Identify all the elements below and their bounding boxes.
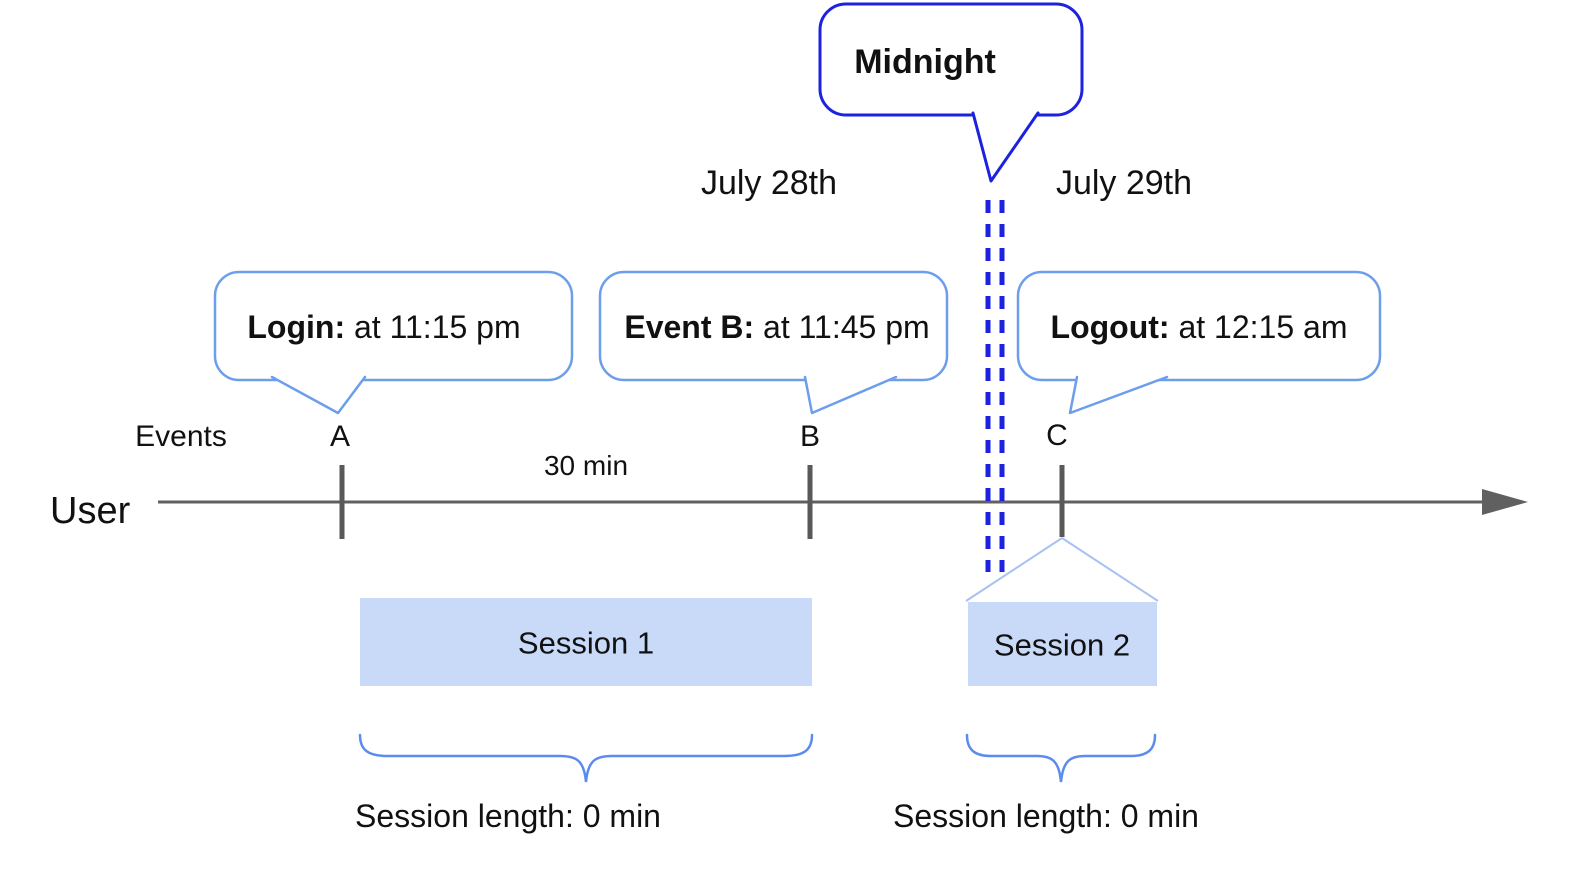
session2-length-label: Session length: 0 min — [893, 798, 1199, 834]
session2-connector-right — [1061, 537, 1159, 602]
session1-box — [360, 598, 812, 686]
timeline-arrowhead — [1482, 489, 1528, 515]
session2-box — [968, 602, 1157, 686]
logout-bubble-tail — [1068, 375, 1169, 415]
session1-box-label: Session 1 — [517, 625, 655, 661]
login-bubble — [213, 270, 574, 382]
session1-length-label: Session length: 0 min — [355, 798, 661, 834]
date-label-july-29: July 29th — [1055, 164, 1193, 202]
session2-connector-left — [965, 537, 1063, 602]
event-marker-c: C — [1046, 419, 1068, 452]
midnight-bubble-tail — [971, 111, 1040, 183]
login-bubble-label-bold: Login: — [247, 309, 346, 345]
event-b-bubble-label-rest: at 11:45 pm — [754, 309, 930, 345]
logout-bubble-label: Logout: at 12:15 am — [1051, 311, 1348, 343]
user-lane-label: User — [50, 490, 131, 532]
event-b-bubble — [598, 270, 949, 382]
session2-box-label: Session 2 — [993, 627, 1131, 663]
login-bubble-tail — [270, 375, 367, 415]
logout-bubble-label-bold: Logout: — [1050, 309, 1170, 345]
event-b-bubble-label-bold: Event B: — [624, 309, 755, 345]
session1-length-brace — [358, 733, 814, 783]
login-bubble-label-rest: at 11:15 pm — [345, 309, 521, 345]
interval-30min-label: 30 min — [543, 450, 629, 481]
midnight-bubble — [818, 2, 1084, 117]
event-marker-b: B — [799, 420, 821, 453]
session2-length-brace — [965, 733, 1157, 783]
logout-bubble — [1016, 270, 1382, 382]
event-marker-a: A — [329, 420, 351, 453]
midnight-bubble-label: Midnight — [854, 43, 996, 81]
login-bubble-label: Login: at 11:15 pm — [247, 311, 520, 343]
events-row-label: Events — [135, 420, 227, 453]
logout-bubble-label-rest: at 12:15 am — [1169, 309, 1348, 345]
event-b-bubble-tail — [803, 375, 898, 415]
event-b-bubble-label: Event B: at 11:45 pm — [624, 311, 929, 343]
date-label-july-28: July 28th — [700, 164, 838, 202]
